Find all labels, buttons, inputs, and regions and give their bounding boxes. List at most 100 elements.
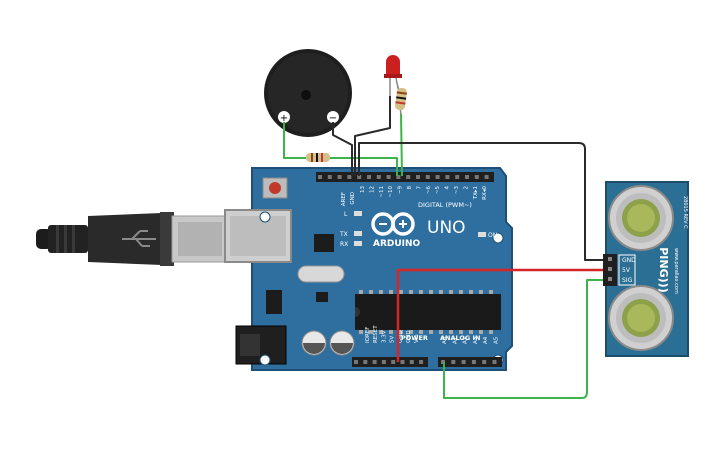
arduino-logo	[371, 212, 415, 236]
analog-pin-label: A4	[483, 336, 489, 344]
digital-pin-label: 7	[416, 186, 422, 190]
led-on-label: ON	[488, 232, 497, 239]
wire-sensor-sig	[443, 279, 605, 399]
piezo-buzzer: + −	[264, 49, 352, 137]
digital-pin-label: RX◂0	[482, 186, 488, 200]
power-pin-label: RESET	[373, 325, 379, 343]
led-tx-label: TX	[339, 231, 348, 238]
digital-pin-label: 2	[463, 186, 469, 190]
chip-leg	[429, 330, 433, 334]
chip-leg	[359, 290, 363, 294]
header-pin[interactable]	[367, 175, 371, 179]
header-pin[interactable]	[386, 175, 391, 179]
chip-leg	[439, 290, 443, 294]
digital-pin-label: 12	[369, 186, 375, 193]
sensor-name: PING)))	[657, 247, 670, 292]
power-pin-label: 5V	[390, 336, 396, 343]
digital-pin-label: ~10	[388, 186, 394, 198]
header-pin[interactable]	[376, 175, 381, 179]
digital-pin-label: 4	[445, 186, 451, 190]
buzzer-plus-label: +	[280, 113, 288, 124]
chip-leg	[489, 330, 493, 334]
wire-led-pin8	[400, 113, 403, 177]
power-pin-label: 3.3V	[381, 330, 387, 343]
header-pin[interactable]	[381, 360, 386, 364]
header-pin[interactable]	[409, 360, 414, 364]
header-pin[interactable]	[406, 175, 411, 179]
header-pin[interactable]	[347, 175, 352, 179]
analog-pin-label: A3	[473, 336, 479, 344]
chip-leg	[359, 330, 363, 334]
chip-leg	[449, 290, 453, 294]
header-pin[interactable]	[435, 175, 440, 179]
sensor-pin-5v: 5V	[622, 267, 631, 274]
header-pin[interactable]	[492, 360, 497, 364]
header-pin[interactable]	[327, 175, 332, 179]
header-pin[interactable]	[318, 175, 322, 179]
chip-leg	[379, 330, 383, 334]
header-pin[interactable]	[461, 360, 466, 364]
capacitor-left	[301, 330, 327, 356]
digital-pin-label: ~3	[454, 186, 460, 195]
chip-leg	[439, 330, 443, 334]
chip-leg	[369, 290, 373, 294]
aref-label: AREF	[341, 192, 347, 206]
digital-pin-label: ~5	[435, 186, 441, 195]
header-pin[interactable]	[337, 175, 342, 179]
header-pin[interactable]	[357, 175, 362, 179]
analog-pin-label: A2	[463, 337, 469, 344]
reset-button[interactable]	[262, 177, 288, 199]
digital-header	[316, 172, 494, 182]
header-pin[interactable]	[363, 360, 368, 364]
header-pin[interactable]	[484, 175, 489, 179]
header-pin[interactable]	[465, 175, 469, 179]
chip-leg	[419, 290, 423, 294]
header-pin[interactable]	[354, 360, 358, 364]
chip-leg	[419, 330, 423, 334]
header-pin[interactable]	[471, 360, 476, 364]
digital-pin-label: ~11	[379, 186, 385, 198]
digital-pin-label: 13	[360, 186, 366, 193]
board-model: UNO	[427, 218, 466, 238]
ping-ultrasonic-sensor: GND 5V SIG PING))) 28015 REV C www.paral…	[603, 181, 689, 357]
power-pin-label: IOREF	[365, 327, 371, 343]
sensor-pin-sig: SIG	[622, 277, 633, 284]
header-pin[interactable]	[416, 175, 420, 179]
digital-pin-label: 8	[407, 186, 413, 190]
power-pin-label: Vin	[414, 334, 420, 343]
digital-section-label: DIGITAL (PWM~)	[418, 201, 472, 209]
chip-leg	[379, 290, 383, 294]
chip-leg	[449, 330, 453, 334]
header-pin[interactable]	[455, 175, 460, 179]
header-pin[interactable]	[451, 360, 456, 364]
header-pin[interactable]	[482, 360, 487, 364]
header-pin[interactable]	[445, 175, 450, 179]
wire-buzzer-gnd	[332, 122, 353, 176]
header-pin[interactable]	[425, 175, 430, 179]
chip-leg	[399, 290, 403, 294]
header-pin[interactable]	[400, 360, 405, 364]
analog-pin-label: A5	[494, 336, 500, 344]
chip-leg	[369, 330, 373, 334]
digital-pin-label: ~6	[426, 186, 432, 195]
chip-leg	[469, 290, 473, 294]
chip-leg	[399, 330, 403, 334]
header-pin[interactable]	[372, 360, 377, 364]
gnd-label: GND	[350, 192, 356, 205]
sensor-website: www.parallax.com	[673, 248, 679, 294]
chip-leg	[429, 290, 433, 294]
wire-buzzer-plus	[283, 122, 306, 159]
header-pin[interactable]	[391, 360, 396, 364]
digital-pin-label: TX▸1	[473, 186, 479, 200]
header-pin[interactable]	[474, 175, 479, 179]
chip-leg	[459, 330, 463, 334]
analog-pin-label: A1	[452, 337, 458, 344]
wire-sensor-5v	[396, 268, 605, 362]
buzzer-minus-label: −	[329, 113, 337, 124]
header-pin[interactable]	[419, 360, 424, 364]
usb-cable	[36, 212, 228, 266]
sensor-rev: 28015 REV C	[682, 196, 688, 229]
header-pin[interactable]	[396, 175, 401, 179]
wire-sensor-gnd	[358, 142, 605, 261]
